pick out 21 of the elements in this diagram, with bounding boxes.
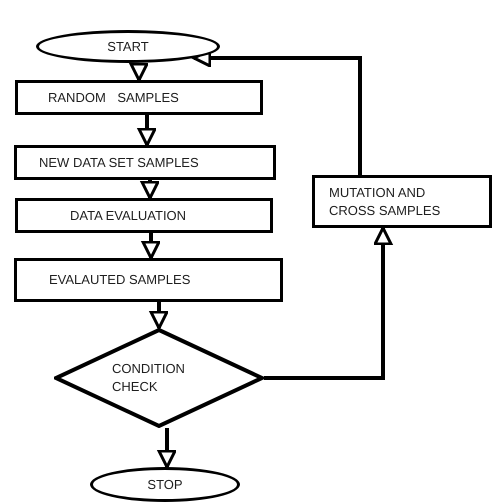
node-label: MUTATION AND CROSS SAMPLES xyxy=(329,184,442,220)
arrow xyxy=(130,62,148,82)
arrow xyxy=(264,226,392,380)
process-box xyxy=(14,145,276,180)
arrow xyxy=(158,428,176,468)
node-label: NEW DATA SET SAMPLES xyxy=(39,154,199,172)
node-label: EVALAUTED SAMPLES xyxy=(49,271,190,289)
arrow xyxy=(140,180,160,200)
node-label: STOP xyxy=(147,476,183,494)
node-label: START xyxy=(107,38,149,56)
process-box xyxy=(312,175,492,228)
process-box xyxy=(15,198,273,233)
arrow xyxy=(142,233,160,260)
decision-diamond xyxy=(54,328,264,428)
process-box xyxy=(14,258,283,302)
arrow xyxy=(150,302,168,330)
process-box xyxy=(15,80,263,115)
arrow xyxy=(138,115,156,146)
node-label: DATA EVALUATION xyxy=(70,206,186,224)
node-label: CONDITION CHECK xyxy=(112,360,186,396)
node-label: RANDOM SAMPLES xyxy=(48,88,179,106)
